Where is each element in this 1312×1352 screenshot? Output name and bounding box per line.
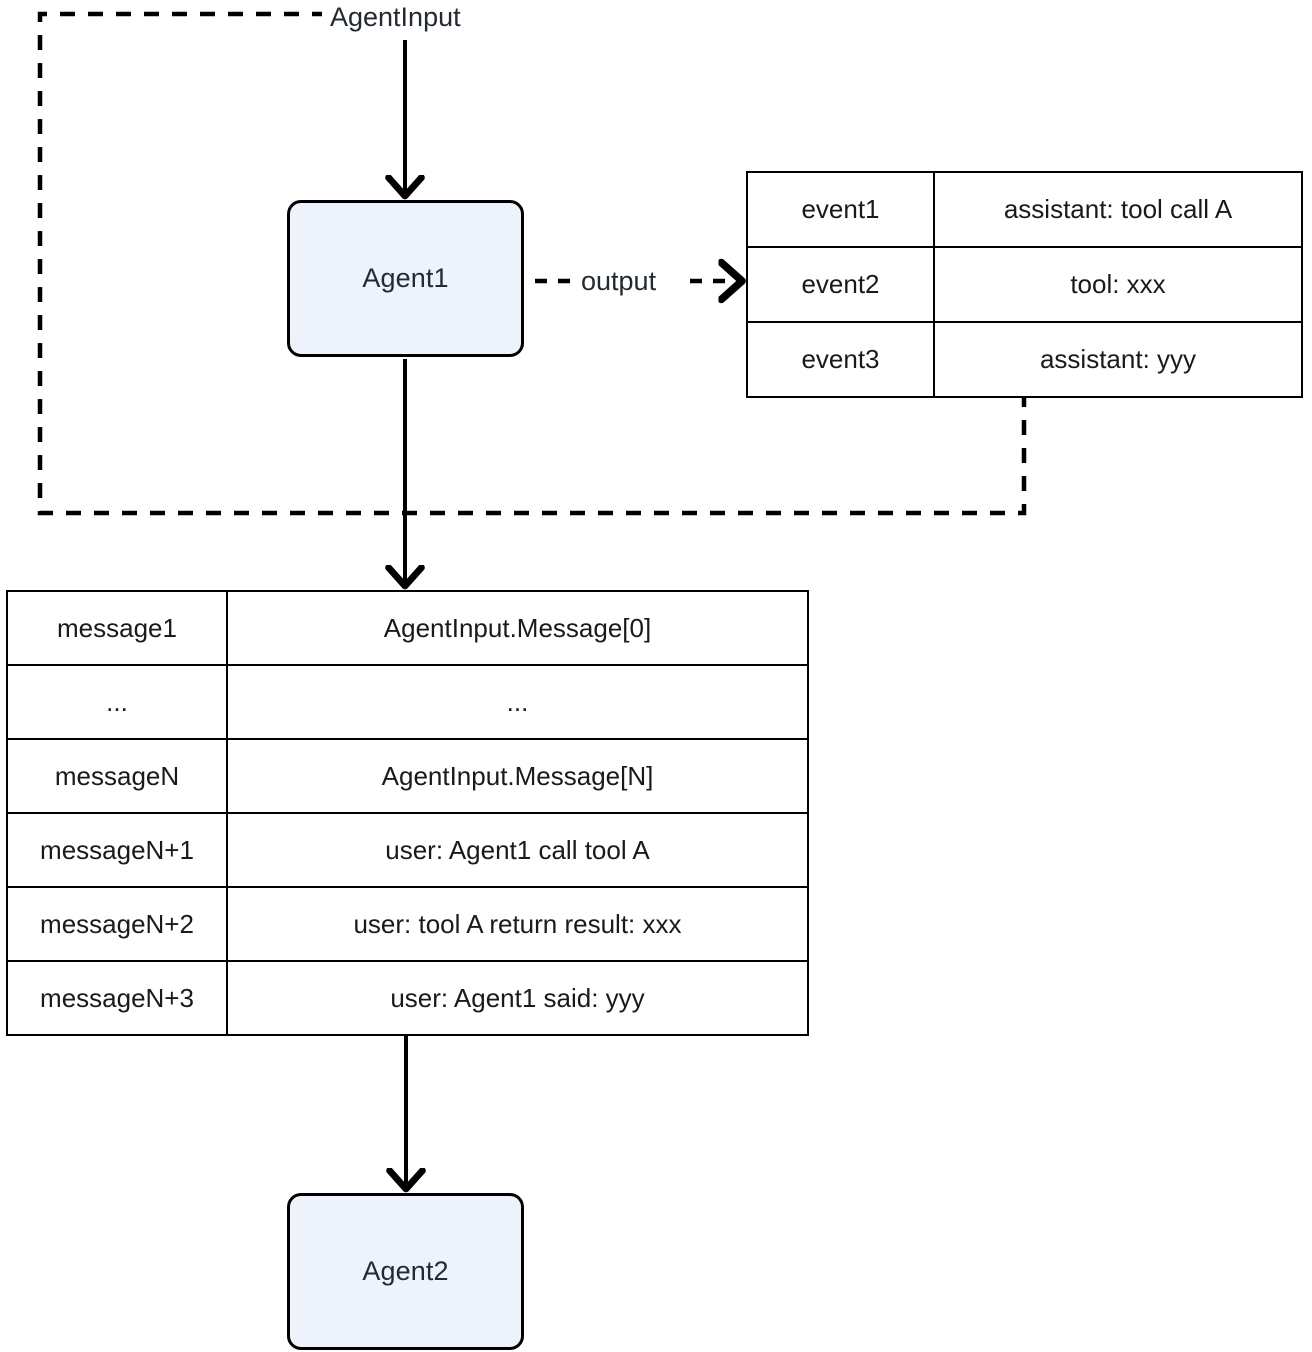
event-table-row-key: event3	[746, 321, 935, 398]
message-table-row-value: AgentInput.Message[N]	[226, 738, 809, 814]
agent-input-edge-label: AgentInput	[330, 2, 461, 32]
event-table-row-value: assistant: tool call A	[933, 171, 1303, 248]
node-agent2-label: Agent2	[362, 1256, 449, 1286]
message-table-row-value: user: Agent1 call tool A	[226, 812, 809, 888]
message-table-row-value: ...	[226, 664, 809, 740]
event-table-row-value: assistant: yyy	[933, 321, 1303, 398]
event-table-row-key: event2	[746, 246, 935, 323]
event-table-row-value: tool: xxx	[933, 246, 1303, 323]
message-table-row-value: AgentInput.Message[0]	[226, 590, 809, 666]
node-agent2[interactable]: Agent2	[287, 1193, 524, 1350]
event-table-row-key: event1	[746, 171, 935, 248]
message-table-row-value: user: tool A return result: xxx	[226, 886, 809, 962]
message-table-row-value: user: Agent1 said: yyy	[226, 960, 809, 1036]
message-table-row: ......	[6, 664, 809, 740]
message-table-row-key: ...	[6, 664, 228, 740]
message-table-row-key: messageN	[6, 738, 228, 814]
output-edge-label: output	[581, 266, 657, 296]
message-table-row-key: messageN+2	[6, 886, 228, 962]
message-table-row-key: messageN+3	[6, 960, 228, 1036]
message-table-row-key: messageN+1	[6, 812, 228, 888]
node-agent1-label: Agent1	[362, 263, 449, 293]
node-agent1[interactable]: Agent1	[287, 200, 524, 357]
message-table-row-key: message1	[6, 590, 228, 666]
